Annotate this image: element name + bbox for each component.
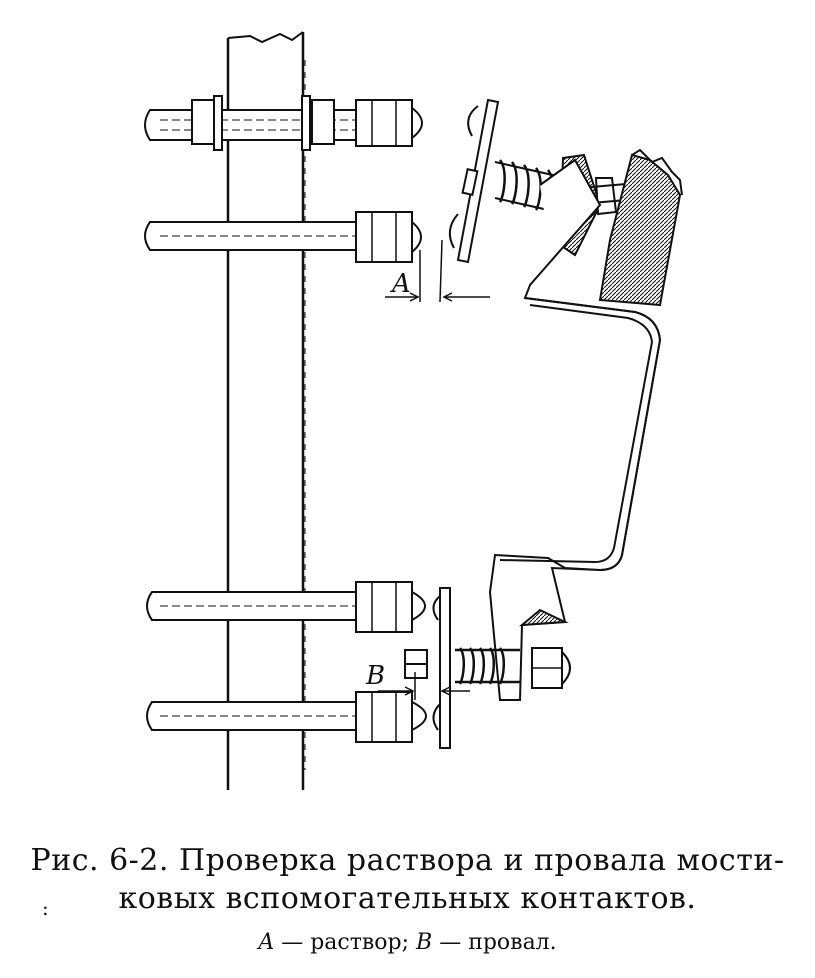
z-lever xyxy=(488,158,662,701)
upper-bridge-contact xyxy=(448,98,576,264)
stray-mark: : xyxy=(42,896,49,920)
dimension-b-label: B xyxy=(365,661,385,691)
stud-top xyxy=(144,95,423,151)
legend-b-text: — провал. xyxy=(432,930,557,955)
lower-spring xyxy=(455,647,520,685)
dimension-a-label: A xyxy=(390,269,411,299)
stud-2 xyxy=(144,211,422,263)
contact-diagram: A B xyxy=(144,31,683,790)
stud-4 xyxy=(146,691,427,743)
legend-a-text: — раствор; xyxy=(274,930,417,955)
stud-3 xyxy=(146,581,426,633)
legend-b-symbol: B xyxy=(416,930,433,955)
lower-bridge-contact xyxy=(404,587,571,749)
caption-line-2: ковых вспомогательных контактов. xyxy=(118,881,697,916)
dimension-a xyxy=(385,239,490,303)
vertical-panel xyxy=(226,31,306,790)
legend-a-symbol: A xyxy=(258,930,275,955)
caption-line-1: Рис. 6-2. Проверка раствора и провала мо… xyxy=(30,843,785,878)
dimension-b xyxy=(378,672,470,700)
caption-legend: A — раствор; B — провал. xyxy=(0,930,815,955)
